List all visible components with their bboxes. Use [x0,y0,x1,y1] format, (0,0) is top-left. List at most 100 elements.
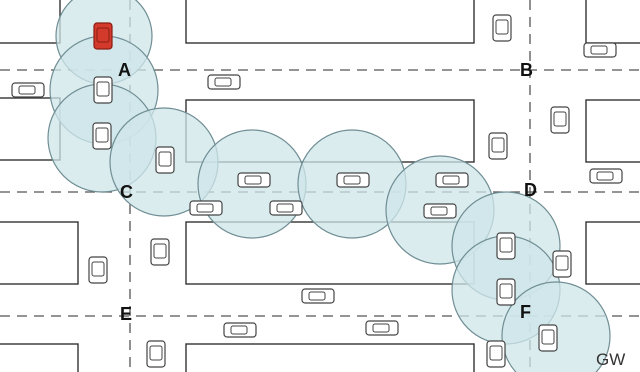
vehicle-window [372,323,390,333]
relay-vehicle-body [496,278,516,306]
relay-vehicle-body [92,122,112,150]
intersection-label-b: B [520,60,533,80]
vehicle-window [590,45,608,55]
relay-vehicle [336,172,370,188]
block-bottom-left [0,343,79,372]
vehicle-body [189,200,223,216]
vehicle-body [88,256,108,284]
relay-vehicle [538,324,558,352]
vehicle [150,238,170,266]
vehicle-window [153,243,167,259]
intersection-label-a: A [118,60,131,80]
vehicle [550,106,570,134]
vehicle [11,82,45,98]
relay-vehicle-window [430,206,448,216]
vehicle [583,42,617,58]
relay-vehicle-body [237,172,271,188]
block-top-right [585,0,640,44]
vehicle [207,74,241,90]
relay-vehicle [423,203,457,219]
relay-vehicle-body [423,203,457,219]
vehicle [189,200,223,216]
gateway-label: GW [596,350,626,369]
vehicle-body [146,340,166,368]
block-lower-right [585,221,640,285]
relay-vehicle-window [158,151,172,167]
relay-vehicle [237,172,271,188]
vehicle-window [555,255,569,271]
vehicle-window [489,345,503,361]
vehicle-window [495,19,509,35]
relay-vehicle-window [541,329,555,345]
relay-vehicle-body [336,172,370,188]
vehicle-body [365,320,399,336]
vehicle-window [230,325,248,335]
vehicles [11,14,623,368]
relay-vehicle-body [538,324,558,352]
vehicle [492,14,512,42]
relay-vehicle-body [155,146,175,174]
relay-vehicle [496,278,516,306]
vehicle-window [596,171,614,181]
vehicle-body [269,200,303,216]
vehicle [223,322,257,338]
vehicle [269,200,303,216]
vehicle-window [91,261,105,277]
vehicle-body [223,322,257,338]
block-mid-right [585,99,640,163]
block-top-middle [185,0,475,44]
vehicle [486,340,506,368]
vehicle-window [214,77,232,87]
relay-vehicle [92,122,112,150]
relay-vehicle-body [93,76,113,104]
block-top-left [0,0,61,44]
block-lower-left [0,221,79,285]
relay-vehicle [496,232,516,260]
source-vehicle [93,22,113,50]
vehicle-window [553,111,567,127]
vehicle-body [150,238,170,266]
vehicle-window [308,291,326,301]
relay-vehicle-window [499,283,513,299]
relay-vehicle-window [96,81,110,97]
vehicle-window [442,175,460,185]
vehicle [488,132,508,160]
vehicle [435,172,469,188]
vehicle [552,250,572,278]
relay-vehicle-body [496,232,516,260]
relay-vehicle-window [343,175,361,185]
vehicle-body [550,106,570,134]
block-bottom-middle [185,343,475,372]
vehicle-body [583,42,617,58]
vehicle [365,320,399,336]
vehicle-body [11,82,45,98]
vehicle-body [589,168,623,184]
vehicle-window [196,203,214,213]
vehicle-window [276,203,294,213]
intersection-label-c: C [120,182,133,202]
vehicle-body [486,340,506,368]
intersection-label-e: E [120,304,133,324]
intersection-label-d: D [524,180,537,200]
source-vehicle-body [93,22,113,50]
relay-vehicle [155,146,175,174]
vehicle-body [492,14,512,42]
vehicle-body [207,74,241,90]
vehicle [88,256,108,284]
relay-vehicle-window [244,175,262,185]
vehicle-window [18,85,36,95]
relay-vehicle [93,76,113,104]
vehicle-body [301,288,335,304]
vehicle [589,168,623,184]
source-vehicle-window [96,27,110,43]
vehicle-body [435,172,469,188]
vehicle-window [149,345,163,361]
relay-vehicle-window [499,237,513,253]
intersection-label-f: F [520,302,531,322]
vehicle-body [552,250,572,278]
vehicle-body [488,132,508,160]
vehicle [301,288,335,304]
vehicle-window [491,137,505,153]
